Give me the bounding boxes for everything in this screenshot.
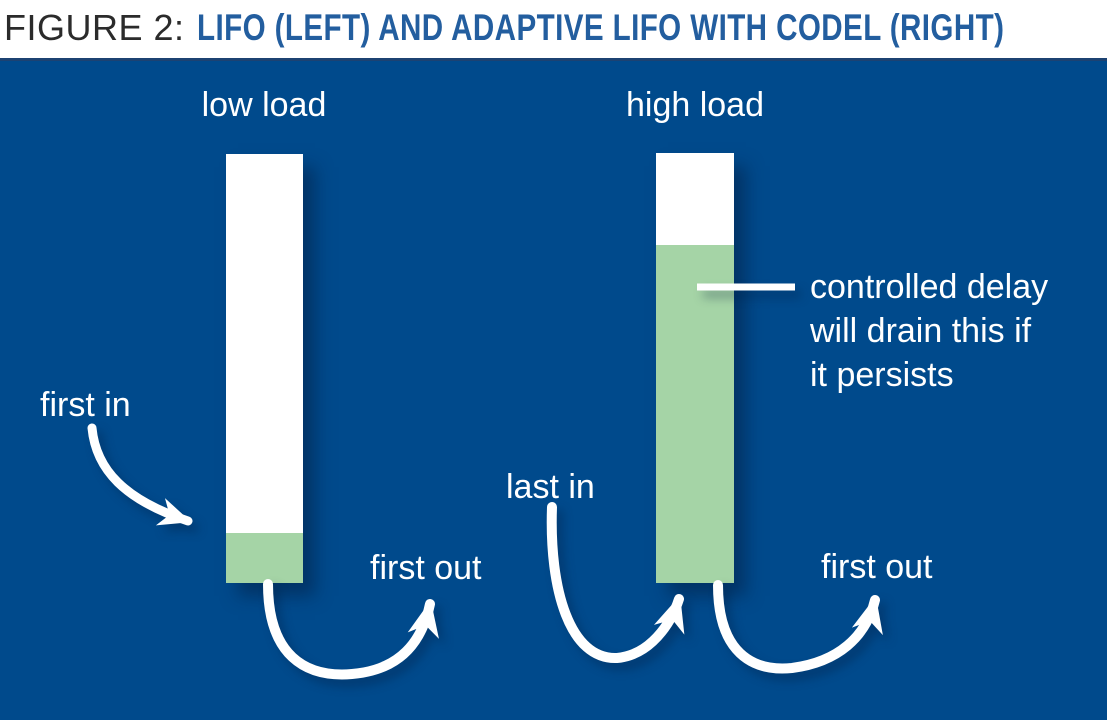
- queue-bar-low-load: [226, 154, 303, 583]
- annotation-line-1: controlled delay: [810, 268, 1049, 306]
- controlled-delay-annotation: controlled delay will drain this if it p…: [810, 265, 1048, 397]
- first-in-arrow: [87, 423, 193, 526]
- diagram-panel: [0, 58, 1107, 720]
- first-out-label-left: first out: [370, 549, 482, 587]
- first-in-label: first in: [40, 386, 131, 424]
- figure-caption: FIGURE 2: LIFO (LEFT) AND ADAPTIVE LIFO …: [4, 7, 1107, 49]
- first-out-label-right: first out: [821, 548, 933, 586]
- last-in-arrow: [546, 502, 685, 664]
- queue-occupied-segment-high: [656, 245, 734, 583]
- figure-title: LIFO (LEFT) AND ADAPTIVE LIFO WITH CODEL…: [196, 7, 1005, 48]
- queue-occupied-segment-low: [226, 533, 303, 583]
- figure-number-label: FIGURE 2:: [4, 7, 185, 48]
- low-load-heading: low load: [201, 86, 327, 124]
- first-out-arrow-right: [713, 580, 883, 674]
- queue-bar-high-load: [656, 153, 734, 583]
- high-load-heading: high load: [625, 86, 764, 124]
- first-out-arrow-left: [263, 579, 439, 680]
- last-in-label: last in: [506, 468, 595, 506]
- annotation-line-3: it persists: [810, 356, 954, 394]
- annotation-line-2: will drain this if: [810, 312, 1032, 350]
